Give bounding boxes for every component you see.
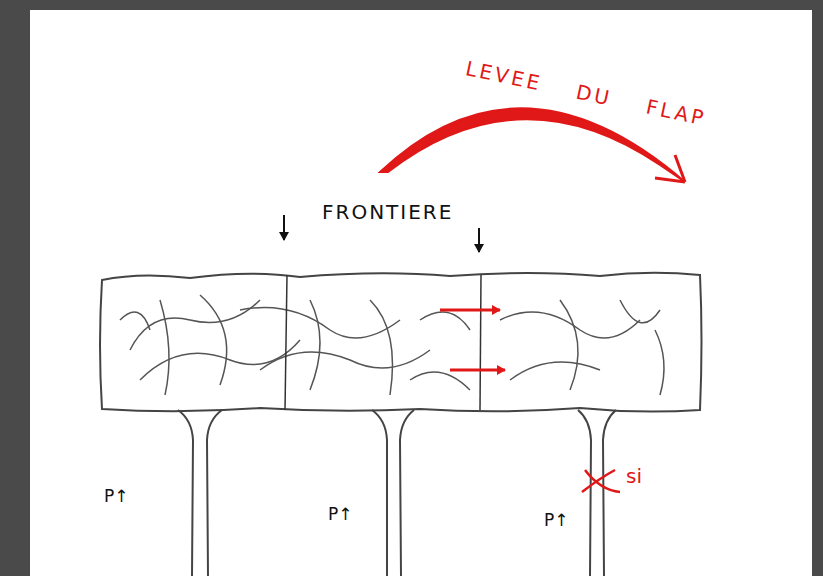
tissue-fibres [120, 295, 664, 395]
pressure-label: P↑ [328, 506, 353, 523]
ligature-mark [582, 470, 620, 492]
frontier-arrow [283, 215, 285, 240]
lift-arrow [380, 108, 685, 182]
frontier-label: FRONTIERE [322, 202, 453, 222]
flow-arrow [440, 309, 500, 312]
pedicle-vessels [178, 410, 616, 576]
pressure-label: P↑ [104, 488, 129, 505]
condition-note: si [626, 466, 642, 486]
pressure-label: P↑ [544, 512, 569, 529]
flap-outline [100, 273, 702, 412]
paper-ground [30, 10, 812, 576]
flow-arrow [450, 369, 505, 372]
frontier-arrow [478, 228, 480, 252]
